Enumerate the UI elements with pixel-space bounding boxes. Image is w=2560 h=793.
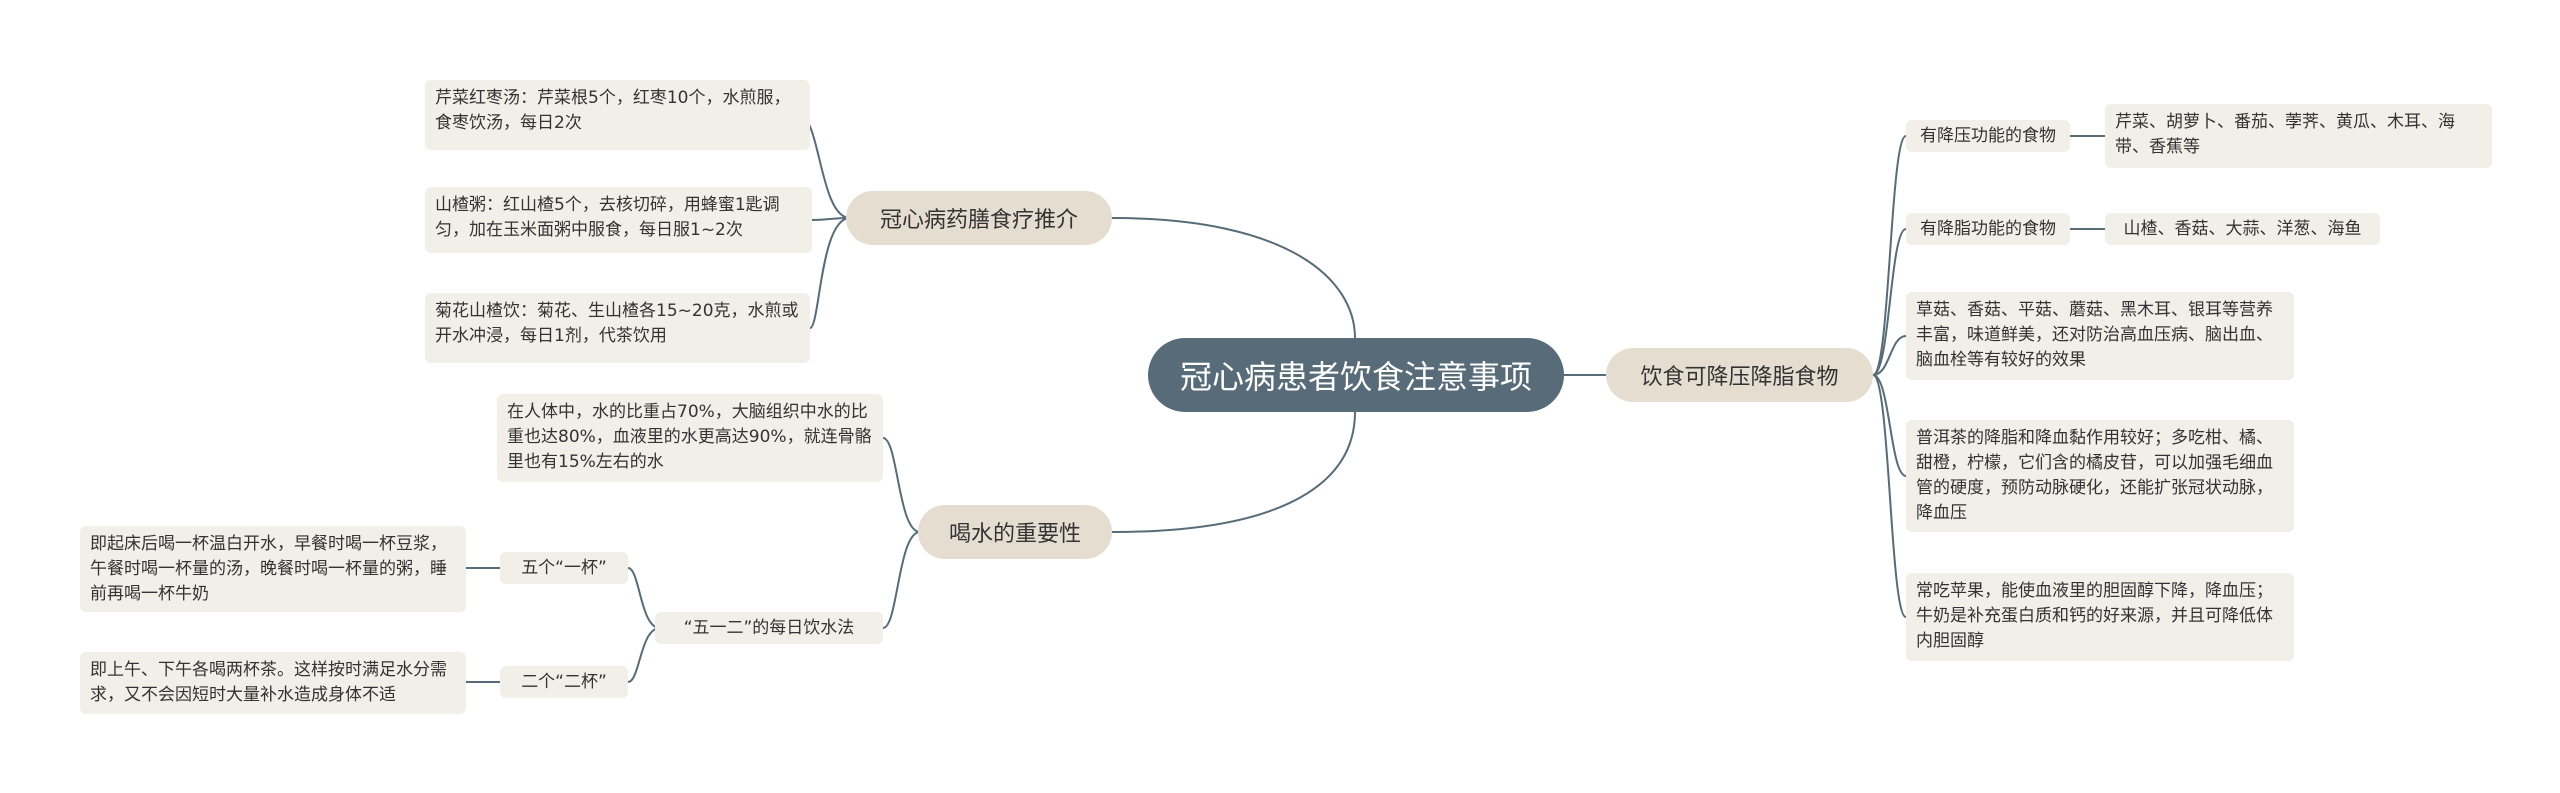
connector-lower-note2 (1872, 374, 1907, 477)
connector-root-diet (1111, 217, 1356, 339)
connector-lower-bp (1872, 135, 1907, 376)
root-topic[interactable]: 冠心病患者饮食注意事项 (1148, 338, 1564, 412)
note-puer-tea-citrus[interactable]: 普洱茶的降脂和降血黏作用较好；多吃柑、橘、甜橙，柠檬，它们含的橘皮苷，可以加强毛… (1906, 420, 2294, 532)
note-mushrooms[interactable]: 草菇、香菇、平菇、蘑菇、黑木耳、银耳等营养丰富，味道鲜美，还对防治高血压病、脑出… (1906, 292, 2294, 380)
diet-item-celery-jujube[interactable]: 芹菜红枣汤：芹菜根5个，红枣10个，水煎服，食枣饮汤，每日2次 (425, 80, 810, 150)
lipid-lowering-detail[interactable]: 山楂、香菇、大蒜、洋葱、海鱼 (2105, 213, 2380, 245)
branch-water-importance[interactable]: 喝水的重要性 (918, 505, 1112, 559)
note-apple-milk[interactable]: 常吃苹果，能使血液里的胆固醇下降，降血压；牛奶是补充蛋白质和钙的好来源，并且可降… (1906, 573, 2294, 661)
diet-item-chrysanthemum-drink[interactable]: 菊花山楂饮：菊花、生山楂各15~20克，水煎或开水冲浸，每日1剂，代茶饮用 (425, 293, 810, 363)
connector-water-method (882, 531, 921, 629)
connector-lower-lipid (1872, 228, 1907, 376)
bp-lowering-detail[interactable]: 芹菜、胡萝卜、番茄、荸荠、黄瓜、木耳、海带、香蕉等 (2105, 104, 2492, 168)
water-fact[interactable]: 在人体中，水的比重占70%，大脑组织中水的比重也达80%，血液里的水更高达90%… (497, 394, 883, 482)
bp-lowering-label[interactable]: 有降压功能的食物 (1906, 120, 2070, 152)
diet-item-hawthorn-porridge[interactable]: 山楂粥：红山楂5个，去核切碎，用蜂蜜1匙调匀，加在玉米面粥中服食，每日服1~2次 (425, 187, 812, 253)
connector-water-fact (882, 437, 921, 533)
water-method[interactable]: “五一二”的每日饮水法 (655, 612, 883, 644)
connector-lower-note3 (1872, 374, 1907, 618)
lipid-lowering-label[interactable]: 有降脂功能的食物 (1906, 213, 2070, 245)
connector-method-five (627, 567, 661, 629)
two-cups-detail[interactable]: 即上午、下午各喝两杯茶。这样按时满足水分需求，又不会因短时大量补水造成身体不适 (80, 652, 466, 714)
connector-method-two (627, 627, 661, 683)
method-five-cups[interactable]: 五个“一杯” (500, 552, 628, 584)
branch-lowering-foods[interactable]: 饮食可降压降脂食物 (1606, 348, 1873, 402)
connector-lower-note1 (1872, 335, 1907, 376)
method-two-cups[interactable]: 二个“二杯” (500, 666, 628, 698)
five-cups-detail[interactable]: 即起床后喝一杯温白开水，早餐时喝一杯豆浆，午餐时喝一杯量的汤，晚餐时喝一杯量的粥… (80, 526, 466, 612)
branch-diet-therapy[interactable]: 冠心病药膳食疗推介 (846, 191, 1112, 245)
connector-diet-3 (809, 217, 851, 329)
connector-root-water (1111, 411, 1356, 533)
